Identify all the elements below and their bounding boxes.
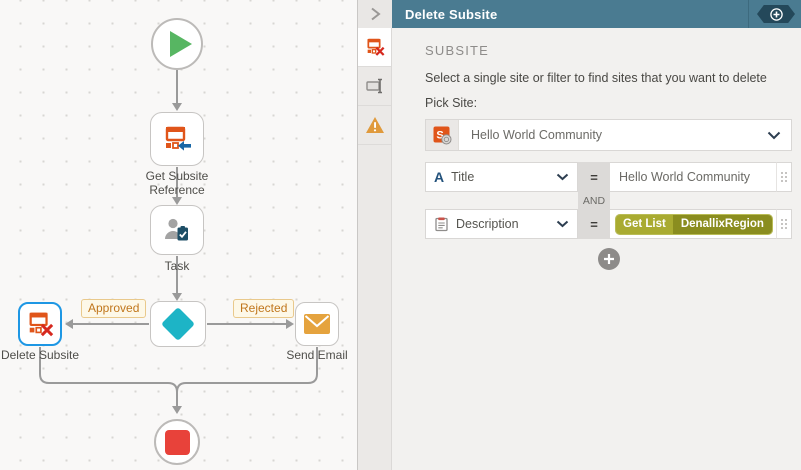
titlebar-divider	[748, 0, 749, 28]
delete-subsite-node[interactable]	[18, 302, 62, 346]
stop-icon	[164, 429, 190, 455]
add-reference-button[interactable]	[757, 5, 795, 23]
connector-lines	[39, 70, 318, 414]
get-subsite-reference-node[interactable]	[150, 112, 204, 166]
node-label: Delete Subsite	[0, 348, 80, 362]
filter-field-dropdown-title[interactable]: A Title	[425, 162, 578, 192]
section-description: Select a single site or filter to find s…	[425, 71, 767, 85]
filter-operator[interactable]: =	[578, 209, 610, 239]
pick-site-label: Pick Site:	[425, 96, 478, 110]
filter-field-dropdown-description[interactable]: Description	[425, 209, 578, 239]
function-tag-argument: DenallixRegion	[672, 214, 772, 234]
branch-label-approved: Approved	[81, 299, 147, 318]
panel-title: Delete Subsite	[405, 6, 498, 22]
panel-header: Delete Subsite	[358, 0, 801, 28]
filter-operator[interactable]: =	[578, 162, 610, 192]
chevron-down-icon	[556, 220, 569, 228]
function-tag-name: Get List	[616, 214, 673, 234]
tab-rename[interactable]	[358, 67, 391, 106]
plus-circle-icon	[769, 7, 783, 21]
filter-field-value: Title	[451, 170, 475, 184]
chevron-down-icon	[556, 173, 569, 181]
delete-subsite-tab-icon	[366, 38, 384, 56]
drag-handle[interactable]	[776, 162, 792, 192]
collapse-panel-button[interactable]	[358, 0, 392, 28]
warning-icon	[365, 117, 384, 133]
panel-titlebar: Delete Subsite	[392, 0, 801, 28]
site-picker-value: Hello World Community	[471, 128, 603, 142]
node-label: Get Subsite Reference	[145, 169, 209, 197]
chevron-down-icon	[767, 131, 791, 140]
decision-diamond-icon	[161, 307, 195, 341]
filter-builder: A Title = Hello World Community AND	[425, 162, 792, 239]
send-email-node[interactable]	[295, 302, 339, 346]
task-icon	[165, 218, 188, 241]
start-node[interactable]	[151, 18, 203, 70]
email-icon	[304, 314, 330, 334]
decision-node[interactable]	[150, 301, 206, 347]
filter-value-input[interactable]: Get List DenallixRegion	[610, 209, 776, 239]
drag-dots-icon	[781, 172, 787, 182]
end-node[interactable]	[154, 419, 200, 465]
plus-icon	[603, 254, 614, 264]
rename-icon	[365, 78, 382, 94]
task-node[interactable]	[150, 205, 204, 255]
tab-warnings[interactable]	[358, 106, 391, 145]
drag-handle[interactable]	[776, 209, 792, 239]
description-field-type-icon	[435, 217, 448, 231]
filter-conjunction[interactable]: AND	[578, 192, 610, 209]
filter-value-input[interactable]: Hello World Community	[610, 162, 776, 192]
play-icon	[169, 31, 192, 57]
sharepoint-site-icon: S	[433, 126, 451, 144]
function-tag[interactable]: Get List DenallixRegion	[615, 213, 773, 235]
text-field-type-icon: A	[434, 169, 445, 185]
node-label: Task	[164, 259, 190, 273]
config-panel: Delete Subsite	[358, 0, 801, 470]
section-heading: SUBSITE	[425, 43, 490, 58]
node-label: Send Email	[286, 348, 348, 362]
workflow-canvas[interactable]: Get Subsite Reference Task Approved Reje…	[0, 0, 358, 470]
svg-text:S: S	[436, 129, 443, 141]
panel-tab-rail	[358, 28, 392, 470]
site-picker-icon-cell: S	[426, 120, 459, 150]
tab-delete-subsite[interactable]	[358, 28, 391, 67]
branch-label-rejected: Rejected	[233, 299, 295, 318]
add-filter-button[interactable]	[597, 248, 620, 270]
panel-content: SUBSITE Select a single site or filter t…	[392, 28, 801, 470]
chevron-right-icon	[370, 7, 381, 21]
subsite-reference-icon	[165, 126, 191, 151]
drag-dots-icon	[781, 219, 787, 229]
delete-subsite-icon	[29, 312, 54, 337]
site-picker-dropdown[interactable]: S Hello World Community	[425, 119, 792, 151]
filter-field-value: Description	[456, 217, 519, 231]
